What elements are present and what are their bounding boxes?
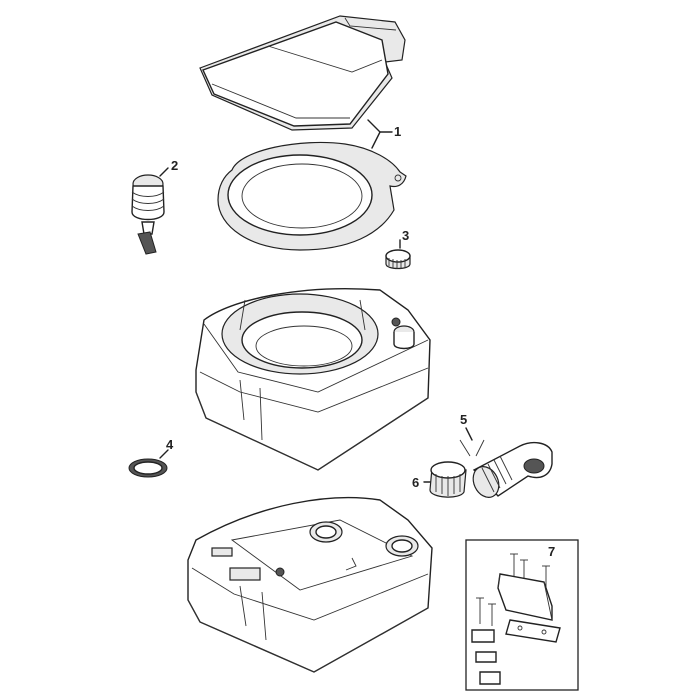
part-bellows-pump bbox=[131, 167, 169, 255]
part-seal-ring bbox=[128, 449, 169, 478]
callout-3: 3 bbox=[402, 228, 409, 243]
mounting-kit-frame bbox=[465, 539, 579, 691]
callout-1-leader bbox=[367, 119, 393, 149]
callout-4: 4 bbox=[166, 437, 174, 452]
part-seat-ring bbox=[217, 141, 407, 251]
part-cap bbox=[385, 239, 411, 270]
callout-7: 7 bbox=[548, 544, 555, 559]
part-waste-tank bbox=[187, 496, 433, 673]
callout-1: 1 bbox=[394, 124, 401, 139]
part-mounting-kit bbox=[465, 539, 579, 691]
part-lid-cover bbox=[199, 15, 406, 131]
callout-5: 5 bbox=[460, 412, 467, 427]
part-pour-spout bbox=[459, 427, 553, 498]
part-upper-tank bbox=[195, 288, 431, 471]
callout-2: 2 bbox=[171, 158, 178, 173]
callout-6: 6 bbox=[412, 475, 419, 490]
part-spout-cap bbox=[423, 461, 467, 498]
